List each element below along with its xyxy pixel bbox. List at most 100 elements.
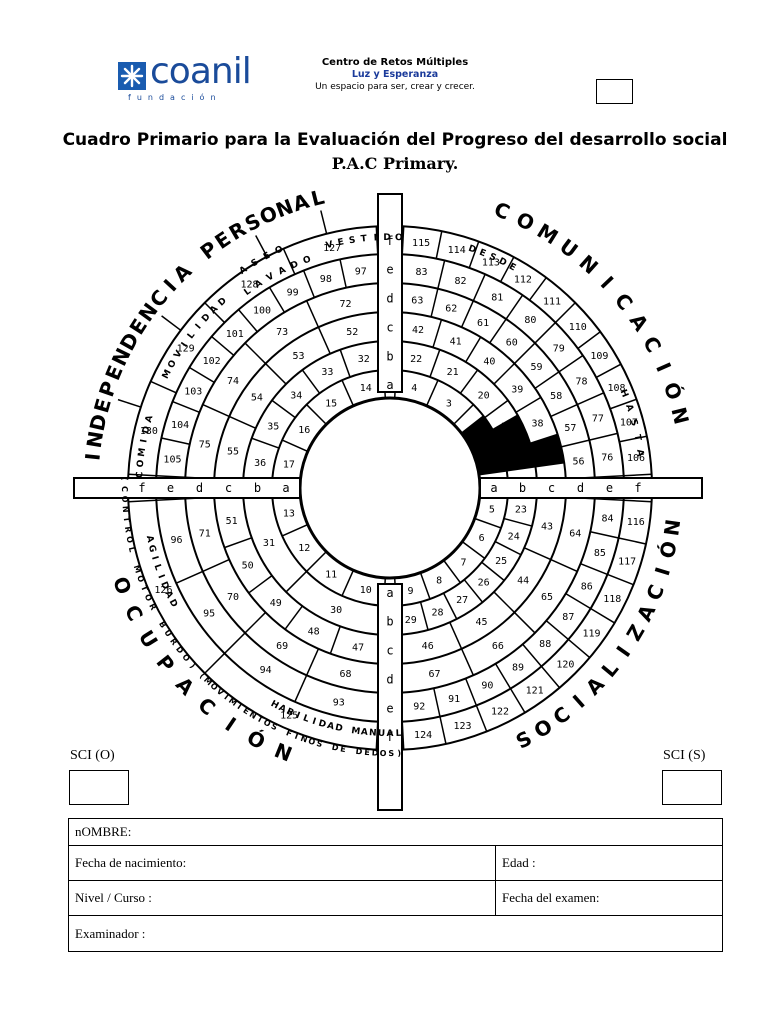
cell-number: 84	[602, 513, 614, 524]
cell-divider	[513, 611, 536, 634]
cell-number: 60	[506, 338, 518, 349]
subarea-label: O	[395, 233, 403, 243]
subarea-label: O	[136, 459, 147, 468]
cell-number: 22	[410, 354, 422, 365]
subarea-divider	[161, 315, 182, 331]
cell-number: 65	[541, 592, 553, 603]
sci-right-box[interactable]	[662, 770, 722, 805]
cell-number: 130	[140, 426, 158, 437]
edad-field[interactable]: Edad :	[495, 845, 723, 881]
cell-number: 5	[489, 505, 495, 516]
cell-divider	[305, 648, 320, 676]
cell-divider	[493, 363, 515, 385]
area-title: A	[632, 600, 661, 625]
cell-number: 32	[358, 354, 370, 365]
sci-left-box[interactable]	[69, 770, 129, 805]
subarea-label: A	[623, 403, 635, 413]
cell-number: 17	[283, 460, 295, 471]
subarea-label: D	[289, 259, 300, 271]
cell-number: 11	[325, 570, 337, 581]
cell-number: 81	[491, 292, 503, 303]
cell-divider	[306, 404, 327, 425]
cell-divider	[580, 562, 608, 576]
subarea-label: S	[270, 722, 279, 733]
subarea-label: D	[372, 748, 379, 757]
subarea-label: D	[200, 312, 212, 324]
cell-number: 93	[333, 697, 345, 708]
cell-divider	[623, 499, 652, 503]
cell-number: 110	[569, 322, 587, 333]
cell-divider	[509, 688, 526, 713]
cell-divider	[301, 369, 321, 394]
cell-divider	[248, 575, 273, 594]
subarea-label: E	[337, 237, 345, 248]
cell-number: 58	[550, 391, 562, 402]
nombre-field[interactable]: nOMBRE:	[68, 818, 723, 846]
subarea-label: L	[396, 729, 402, 739]
cell-divider	[150, 380, 177, 394]
shaded-segment	[460, 415, 507, 476]
axis-letter: a	[386, 586, 393, 600]
axis-letter: f	[138, 481, 145, 495]
cell-number: 27	[456, 595, 468, 606]
cell-divider	[577, 331, 601, 350]
area-title: E	[89, 396, 116, 416]
area-title: O	[530, 714, 557, 743]
logo-subtext: fundación	[128, 93, 222, 102]
cell-divider	[329, 626, 341, 654]
nivel-curso-field[interactable]: Nivel / Curso :	[68, 880, 496, 916]
cell-number: 26	[478, 578, 490, 589]
axis-letter: d	[196, 481, 203, 495]
cell-divider	[558, 354, 584, 373]
subarea-label: A	[277, 265, 288, 277]
subarea-label: I	[155, 573, 166, 580]
cell-number: 98	[320, 274, 332, 285]
cell-number: 50	[242, 560, 254, 571]
cell-number: 105	[163, 455, 181, 466]
fecha-nacimiento-field[interactable]: Fecha de nacimiento:	[68, 845, 496, 881]
cell-divider	[567, 638, 591, 659]
subarea-label: T	[360, 234, 368, 245]
cell-divider	[294, 674, 308, 703]
cell-divider	[419, 572, 431, 600]
cell-number: 20	[478, 390, 490, 401]
subarea-label: S	[315, 739, 323, 749]
cell-number: 127	[323, 243, 341, 254]
subarea-label: D	[174, 645, 185, 656]
fecha-examen-field[interactable]: Fecha del examen:	[495, 880, 723, 916]
cell-number: 124	[414, 730, 432, 741]
axis-letter: a	[490, 481, 497, 495]
cell-number: 86	[581, 581, 593, 592]
cell-divider	[284, 605, 303, 630]
cell-number: 25	[495, 556, 507, 567]
subarea-label: (	[120, 477, 129, 481]
cell-divider	[619, 435, 647, 443]
cell-divider	[461, 541, 486, 559]
subarea-label: O	[135, 574, 146, 584]
progress-wheel: 1234181920212237383940414256575859606162…	[73, 185, 703, 811]
cell-divider	[282, 248, 296, 275]
page-title: Cuadro Primario para la Evaluación del P…	[62, 130, 728, 150]
area-title: S	[512, 726, 536, 754]
cell-number: 120	[556, 659, 574, 670]
cell-number: 33	[321, 367, 333, 378]
subarea-label: D	[467, 244, 477, 256]
axis-letter: e	[386, 702, 393, 716]
cell-divider	[459, 369, 479, 394]
corner-box[interactable]	[596, 79, 633, 104]
subarea-label: M	[161, 368, 174, 381]
examinador-field[interactable]: Examinador :	[68, 915, 723, 952]
cell-divider	[513, 342, 536, 365]
cell-divider	[550, 403, 578, 418]
cell-number: 8	[436, 576, 442, 587]
axis-letter: f	[634, 481, 641, 495]
subarea-label: S	[348, 235, 356, 246]
area-title: I	[80, 452, 105, 462]
cell-divider	[468, 241, 480, 269]
cell-number: 77	[592, 413, 604, 424]
coanil-logo: coanil fundación	[116, 46, 252, 106]
cell-divider	[540, 665, 561, 689]
subarea-label: E	[364, 748, 370, 757]
area-title: C	[610, 288, 638, 314]
cell-number: 15	[325, 398, 337, 409]
